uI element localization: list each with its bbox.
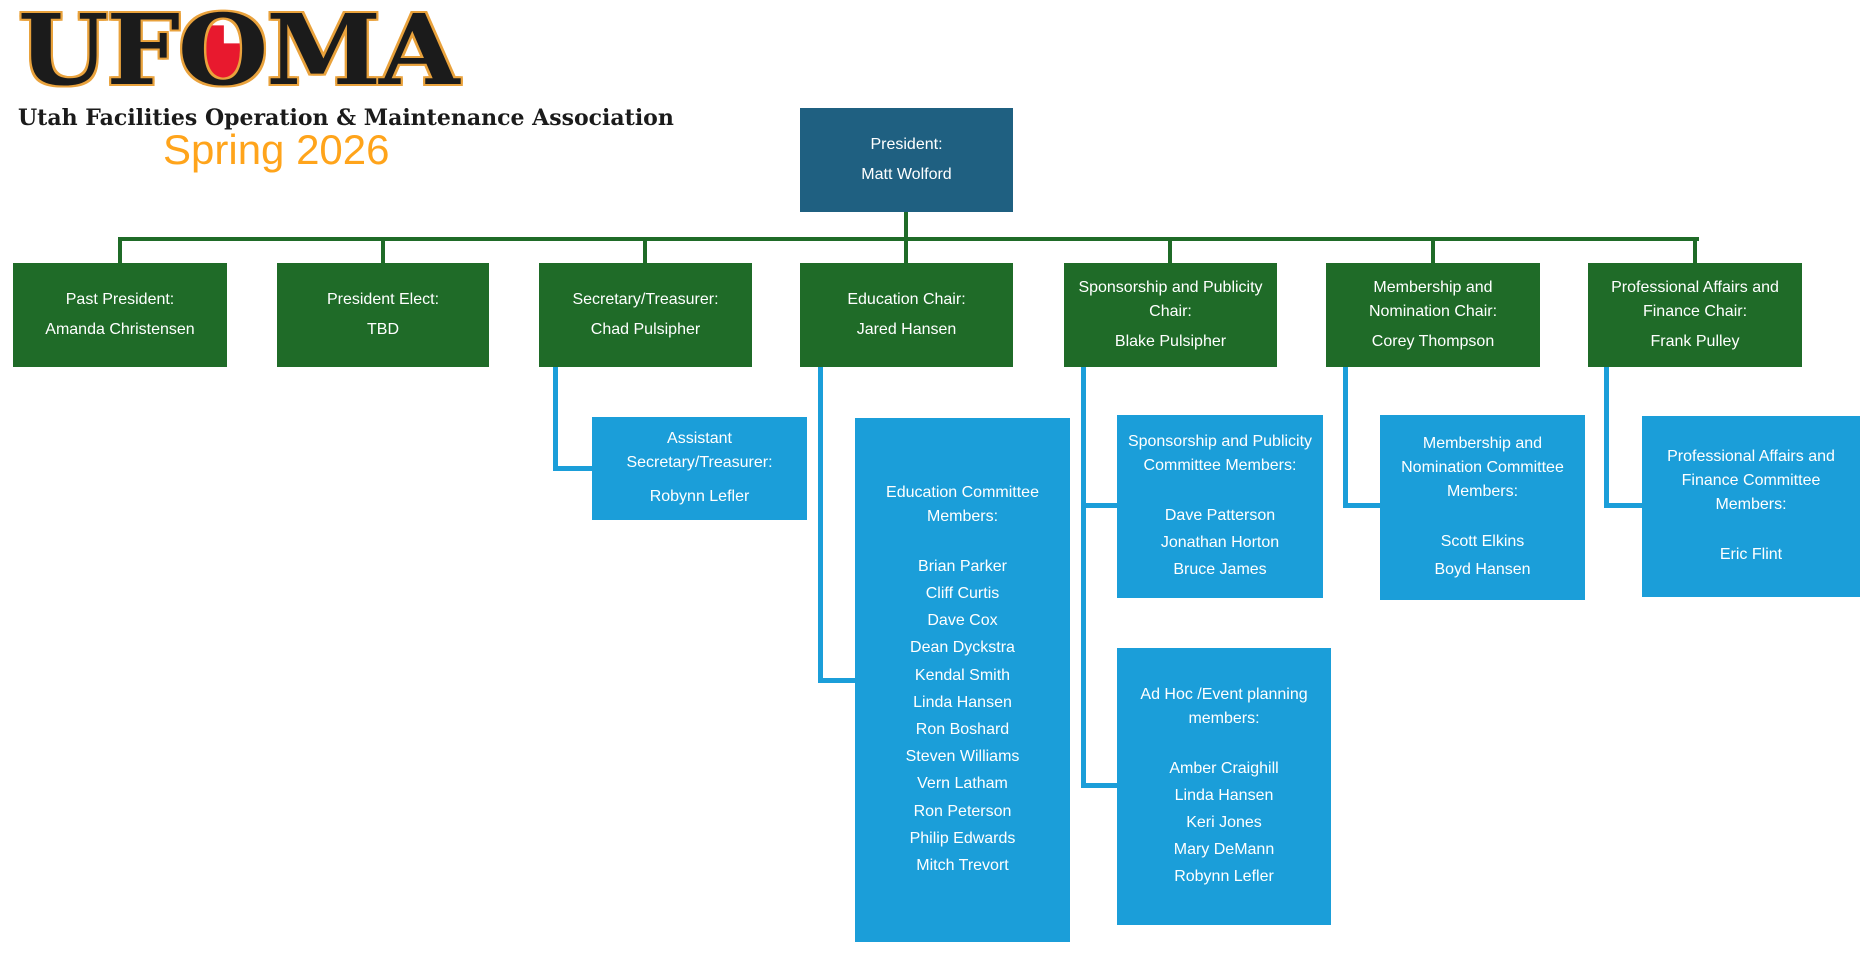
member-name: Dave Cox bbox=[927, 612, 998, 630]
committee-title: Membership and Nomination Committee Memb… bbox=[1401, 435, 1564, 501]
member-name: Steven Williams bbox=[905, 748, 1020, 766]
node-name: TBD bbox=[367, 321, 399, 338]
member-name: Ron Boshard bbox=[915, 721, 1010, 738]
member-name: Linda Hansen bbox=[913, 693, 1012, 711]
member-name: Kendal Smith bbox=[914, 666, 1011, 684]
node-title: Education Chair: bbox=[847, 291, 966, 308]
node-name: Frank Pulley bbox=[1650, 333, 1740, 350]
member-name: Linda Hansen bbox=[1174, 786, 1274, 804]
connector-stub-sponsorship bbox=[1168, 237, 1172, 265]
member-name: Dave Patterson bbox=[1164, 506, 1276, 524]
member-name: Ron Peterson bbox=[913, 802, 1012, 820]
connector-stub-membership bbox=[1431, 237, 1435, 265]
node-name: Amanda Christensen bbox=[45, 321, 195, 338]
wordmark-letters-ma: MA bbox=[266, 0, 459, 107]
connector-professional-horizontal bbox=[1604, 503, 1643, 508]
connector-sponsorship-horizontal-1 bbox=[1081, 503, 1118, 508]
node-past-president: Past President: Amanda Christensen bbox=[13, 263, 227, 367]
member-name: Brian Parker bbox=[918, 557, 1007, 575]
node-education-chair: Education Chair: Jared Hansen bbox=[800, 263, 1013, 367]
member-name: Jonathan Horton bbox=[1160, 533, 1280, 551]
node-name: Jared Hansen bbox=[856, 321, 957, 338]
member-name: Philip Edwards bbox=[909, 829, 1016, 847]
committee-members: Eric Flint bbox=[1720, 541, 1782, 568]
wordmark-letter-o: O bbox=[177, 0, 268, 107]
connector-professional-vertical bbox=[1604, 367, 1609, 508]
committee-members: Robynn Lefler bbox=[650, 483, 750, 510]
season-label: Spring 2026 bbox=[163, 126, 390, 173]
member-name: Amber Craighill bbox=[1169, 759, 1279, 777]
connector-secretary-horizontal bbox=[553, 466, 593, 471]
member-name: Robynn Lefler bbox=[1174, 868, 1274, 886]
connector-stub-secretary bbox=[643, 237, 647, 265]
member-name: Boyd Hansen bbox=[1434, 560, 1531, 578]
node-name: Corey Thompson bbox=[1371, 333, 1495, 350]
wordmark-letters-uf: UF bbox=[18, 0, 180, 107]
node-sponsorship-chair: Sponsorship and Publicity Chair: Blake P… bbox=[1064, 263, 1277, 367]
member-name: Scott Elkins bbox=[1440, 533, 1525, 551]
ufoma-logo: UF O MA Utah Facilities Operation & Main… bbox=[18, 2, 674, 132]
committee-title: Assistant Secretary/Treasurer: bbox=[626, 429, 773, 471]
node-assistant-secretary: Assistant Secretary/Treasurer: Robynn Le… bbox=[592, 417, 807, 520]
connector-membership-horizontal bbox=[1343, 503, 1381, 508]
node-title: Membership and Nomination Chair: bbox=[1368, 279, 1498, 320]
member-name: Cliff Curtis bbox=[925, 585, 1000, 603]
node-name: Matt Wolford bbox=[861, 166, 952, 183]
node-title: President: bbox=[870, 136, 943, 153]
committee-title: Education Committee Members: bbox=[886, 483, 1039, 525]
member-name: Bruce James bbox=[1173, 561, 1267, 579]
node-secretary-treasurer: Secretary/Treasurer: Chad Pulsipher bbox=[539, 263, 752, 367]
node-title: Professional Affairs and Finance Chair: bbox=[1611, 279, 1779, 320]
node-title: President Elect: bbox=[326, 291, 440, 308]
connector-stub-president-elect bbox=[381, 237, 385, 265]
connector-secretary-vertical bbox=[553, 367, 558, 471]
committee-title: Sponsorship and Publicity Committee Memb… bbox=[1127, 432, 1313, 474]
connector-education-vertical bbox=[818, 367, 823, 683]
node-name: Blake Pulsipher bbox=[1114, 333, 1227, 350]
member-name: Mary DeMann bbox=[1173, 841, 1275, 859]
node-membership-chair: Membership and Nomination Chair: Corey T… bbox=[1326, 263, 1540, 367]
node-sponsorship-committee: Sponsorship and Publicity Committee Memb… bbox=[1117, 415, 1323, 598]
node-title: Past President: bbox=[65, 291, 175, 308]
node-president: President: Matt Wolford bbox=[800, 108, 1013, 212]
node-membership-committee: Membership and Nomination Committee Memb… bbox=[1380, 415, 1585, 600]
connector-president-vertical bbox=[904, 211, 908, 241]
member-name: Mitch Trevort bbox=[916, 856, 1009, 874]
member-name: Robynn Lefler bbox=[649, 487, 750, 505]
connector-stub-education bbox=[904, 237, 908, 265]
connector-chairs-horizontal bbox=[118, 237, 1699, 241]
node-education-committee: Education Committee Members: Brian Parke… bbox=[855, 418, 1070, 942]
logo-tagline: Utah Facilities Operation & Maintenance … bbox=[18, 105, 674, 131]
node-president-elect: President Elect: TBD bbox=[277, 263, 489, 367]
node-title: Secretary/Treasurer: bbox=[572, 291, 719, 308]
member-name: Dean Dyckstra bbox=[910, 639, 1015, 657]
committee-title: Ad Hoc /Event planning members: bbox=[1140, 685, 1308, 727]
committee-title: Professional Affairs and Finance Committ… bbox=[1667, 447, 1835, 513]
node-professional-chair: Professional Affairs and Finance Chair: … bbox=[1588, 263, 1802, 367]
connector-stub-professional bbox=[1693, 237, 1697, 265]
connector-sponsorship-horizontal-2 bbox=[1081, 783, 1118, 788]
node-adhoc-committee: Ad Hoc /Event planning members: Amber Cr… bbox=[1117, 648, 1331, 925]
ufoma-wordmark: UF O MA bbox=[18, 2, 720, 99]
member-name: Vern Latham bbox=[917, 775, 1008, 793]
member-name: Eric Flint bbox=[1719, 545, 1783, 563]
node-name: Chad Pulsipher bbox=[590, 321, 701, 338]
node-professional-committee: Professional Affairs and Finance Committ… bbox=[1642, 416, 1860, 597]
connector-education-horizontal bbox=[818, 678, 856, 683]
member-name: Keri Jones bbox=[1186, 813, 1262, 831]
wordmark-letter-o-wrap: O bbox=[178, 2, 268, 99]
connector-sponsorship-vertical bbox=[1081, 367, 1086, 788]
connector-membership-vertical bbox=[1343, 367, 1348, 508]
node-title: Sponsorship and Publicity Chair: bbox=[1078, 279, 1263, 320]
connector-stub-past-president bbox=[118, 237, 122, 265]
